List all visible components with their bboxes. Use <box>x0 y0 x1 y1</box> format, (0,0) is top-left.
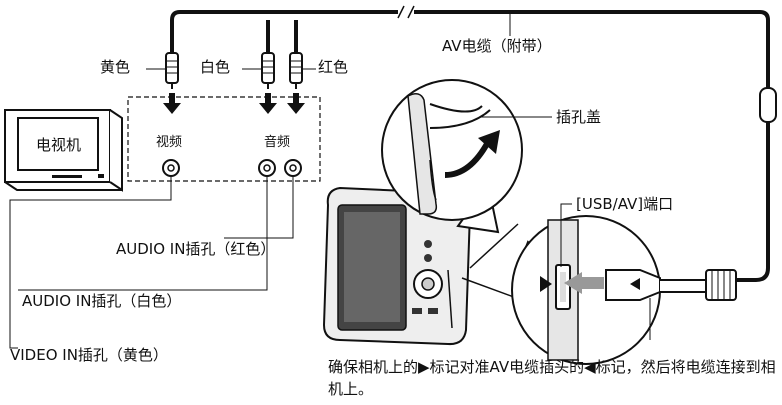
camera-body <box>322 186 472 346</box>
yellow-label: 黄色 <box>100 58 131 76</box>
audio-in-white-label: AUDIO IN插孔（白色） <box>22 292 182 310</box>
video-in-yellow-label: VIDEO IN插孔（黄色） <box>10 346 168 364</box>
ferrite-core <box>759 87 777 123</box>
video-in-jack <box>162 159 180 177</box>
audio-in-red-label: AUDIO IN插孔（红色） <box>116 240 276 258</box>
tv-label: 电视机 <box>36 136 82 154</box>
open-arrow-head <box>478 130 500 154</box>
white-label: 白色 <box>200 58 231 76</box>
av-cable <box>170 10 770 282</box>
audio-label: 音频 <box>264 135 291 150</box>
connection-instruction: 确保相机上的▶标记对准AV电缆插头的◀标记，然后将电缆连接到相机上。 <box>328 358 776 398</box>
down-arrows <box>163 93 305 114</box>
tv-icon <box>4 109 123 192</box>
tv-input-panel <box>127 96 321 182</box>
plug-white <box>261 52 275 89</box>
audio-in-white-jack <box>258 159 276 177</box>
plug-red <box>289 52 303 89</box>
usb-port-leader <box>560 203 572 267</box>
open-arrow-shaft <box>444 140 491 178</box>
cable-break-mark <box>397 5 415 19</box>
red-label: 红色 <box>318 58 349 76</box>
av-cable-label: AV电缆（附带） <box>442 37 552 55</box>
zoom-callout-cover <box>381 79 523 234</box>
jack-cover-label: 插孔盖 <box>556 108 602 126</box>
audio-in-red-jack <box>284 159 302 177</box>
zoom-callout-large <box>461 215 737 365</box>
plug-yellow <box>165 52 179 89</box>
jack-leaders <box>9 177 294 349</box>
video-label: 视频 <box>156 135 183 150</box>
usb-av-port-label: [USB/AV]端口 <box>576 195 674 213</box>
